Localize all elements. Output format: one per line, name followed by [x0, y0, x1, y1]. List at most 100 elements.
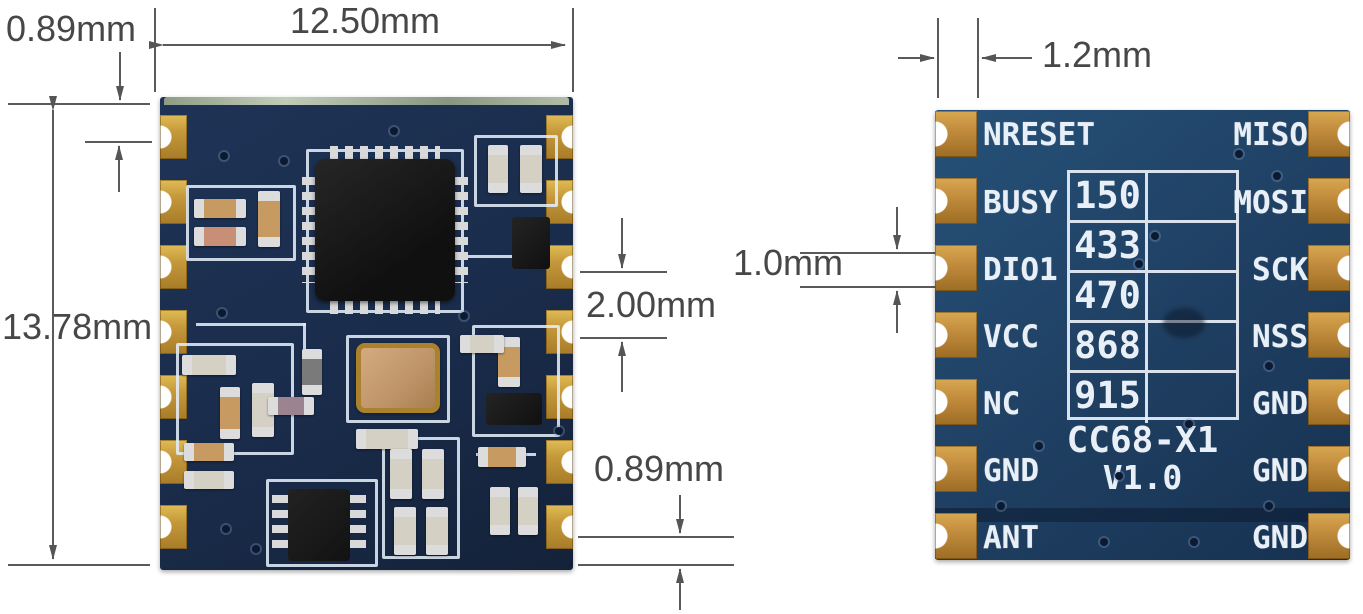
- castellated-pad-ant: [935, 513, 977, 559]
- passive-component: [390, 449, 412, 499]
- frequency-row: 433: [1070, 223, 1236, 273]
- via: [1035, 442, 1043, 450]
- dimension-label-pad-pitch: 2.00mm: [586, 284, 717, 325]
- via: [222, 525, 230, 533]
- castellated-pad-mosi: [1308, 178, 1350, 224]
- passive-component: [426, 507, 448, 555]
- passive-component: [302, 349, 322, 395]
- via: [997, 502, 1005, 510]
- frequency-value: 470: [1070, 273, 1148, 320]
- version-marking: V1.0: [1102, 458, 1183, 497]
- dimension-label-module-height: 13.78mm: [2, 306, 153, 347]
- dimension-label-top-pad-margin: 0.89mm: [6, 8, 137, 49]
- passive-component: [356, 429, 418, 449]
- castellated-pad-sck: [1308, 245, 1350, 291]
- castellated-pad: [160, 440, 187, 484]
- pin-label-gnd: GND: [1252, 386, 1308, 422]
- via: [252, 545, 260, 553]
- via: [1273, 172, 1281, 180]
- passive-component: [460, 335, 504, 353]
- board-top-edge: [164, 97, 569, 105]
- via: [460, 312, 468, 320]
- castellated-pad-gnd: [1308, 446, 1350, 492]
- passive-component: [220, 387, 240, 439]
- pin-label-busy: BUSY: [983, 185, 1058, 221]
- passive-component: [258, 191, 280, 247]
- flash-memory-chip: [288, 489, 350, 561]
- passive-component: [518, 487, 538, 535]
- castellated-pad-gnd: [1308, 379, 1350, 425]
- silkscreen-outline: [346, 335, 450, 423]
- castellated-pad: [160, 180, 187, 224]
- passive-component: [488, 145, 508, 193]
- frequency-row: 868: [1070, 323, 1236, 373]
- rf-transceiver-chip: [315, 159, 455, 301]
- module-back-view: NRESET BUSY DIO1 VCC NC GND ANT MISO MOS…: [935, 110, 1350, 560]
- via: [1115, 472, 1123, 480]
- sot23-transistor: [512, 217, 550, 269]
- frequency-value: 150: [1070, 173, 1148, 220]
- pin-label-ant: ANT: [983, 520, 1039, 556]
- castellated-pad-nc: [935, 379, 977, 425]
- passive-component: [184, 443, 234, 461]
- frequency-value: 433: [1070, 223, 1148, 270]
- qfn-pins-top: [330, 146, 440, 159]
- pin-label-gnd: GND: [1252, 520, 1308, 556]
- castellated-pad-miso: [1308, 111, 1350, 157]
- model-marking: CC68-X1: [1066, 420, 1219, 461]
- pin-label-nreset: NRESET: [983, 117, 1095, 153]
- via: [1190, 538, 1198, 546]
- passive-component: [194, 227, 246, 246]
- castellated-pad: [160, 245, 187, 289]
- passive-component: [252, 383, 274, 437]
- castellated-pad-vcc: [935, 312, 977, 358]
- passive-component: [520, 145, 542, 193]
- dimension-label-bottom-pad-margin: 0.89mm: [594, 448, 725, 489]
- passive-component: [268, 397, 314, 415]
- module-front-view: [160, 97, 573, 570]
- silkscreen-outline: [474, 135, 558, 207]
- castellated-pad-nss: [1308, 312, 1350, 358]
- pin-label-mosi: MOSI: [1233, 185, 1308, 221]
- castellated-pad-dio1: [935, 245, 977, 291]
- castellated-pad-gnd: [1308, 513, 1350, 559]
- passive-component: [182, 355, 236, 375]
- frequency-value: 915: [1070, 373, 1148, 423]
- qfn-pins-bottom: [330, 301, 440, 314]
- silkscreen-outline: [382, 437, 460, 559]
- pin-label-miso: MISO: [1233, 117, 1308, 153]
- via: [1151, 232, 1159, 240]
- pin-label-sck: SCK: [1252, 252, 1308, 288]
- castellated-pad: [160, 375, 187, 419]
- sot23-transistor: [486, 393, 542, 425]
- castellated-pad: [546, 245, 573, 289]
- via: [390, 127, 398, 135]
- board-bottom-shade: [935, 508, 1350, 522]
- passive-component: [478, 447, 526, 467]
- via: [220, 152, 228, 160]
- silkscreen-trace: [460, 255, 538, 258]
- via: [218, 309, 226, 317]
- pin-label-vcc: VCC: [983, 319, 1039, 355]
- via: [1185, 420, 1193, 428]
- frequency-row: 470: [1070, 273, 1236, 323]
- pin-label-dio1: DIO1: [983, 252, 1058, 288]
- via: [1265, 502, 1273, 510]
- pin-label-gnd: GND: [1252, 453, 1308, 489]
- pin-label-gnd: GND: [983, 453, 1039, 489]
- dimension-label-pad-height: 1.0mm: [733, 242, 844, 283]
- qfn-pins-left: [302, 177, 315, 283]
- via: [555, 427, 563, 435]
- via: [1265, 362, 1273, 370]
- frequency-value: 868: [1070, 323, 1148, 370]
- soic-pins-left: [272, 495, 288, 555]
- silkscreen-outline: [186, 185, 296, 261]
- castellated-pad: [546, 440, 573, 484]
- castellated-pad: [546, 505, 573, 549]
- frequency-row: 915: [1070, 373, 1236, 423]
- via: [1235, 150, 1243, 158]
- passive-component: [490, 487, 510, 535]
- dimension-label-pad-width: 1.2mm: [1042, 34, 1153, 75]
- pin-label-nc: NC: [983, 386, 1021, 422]
